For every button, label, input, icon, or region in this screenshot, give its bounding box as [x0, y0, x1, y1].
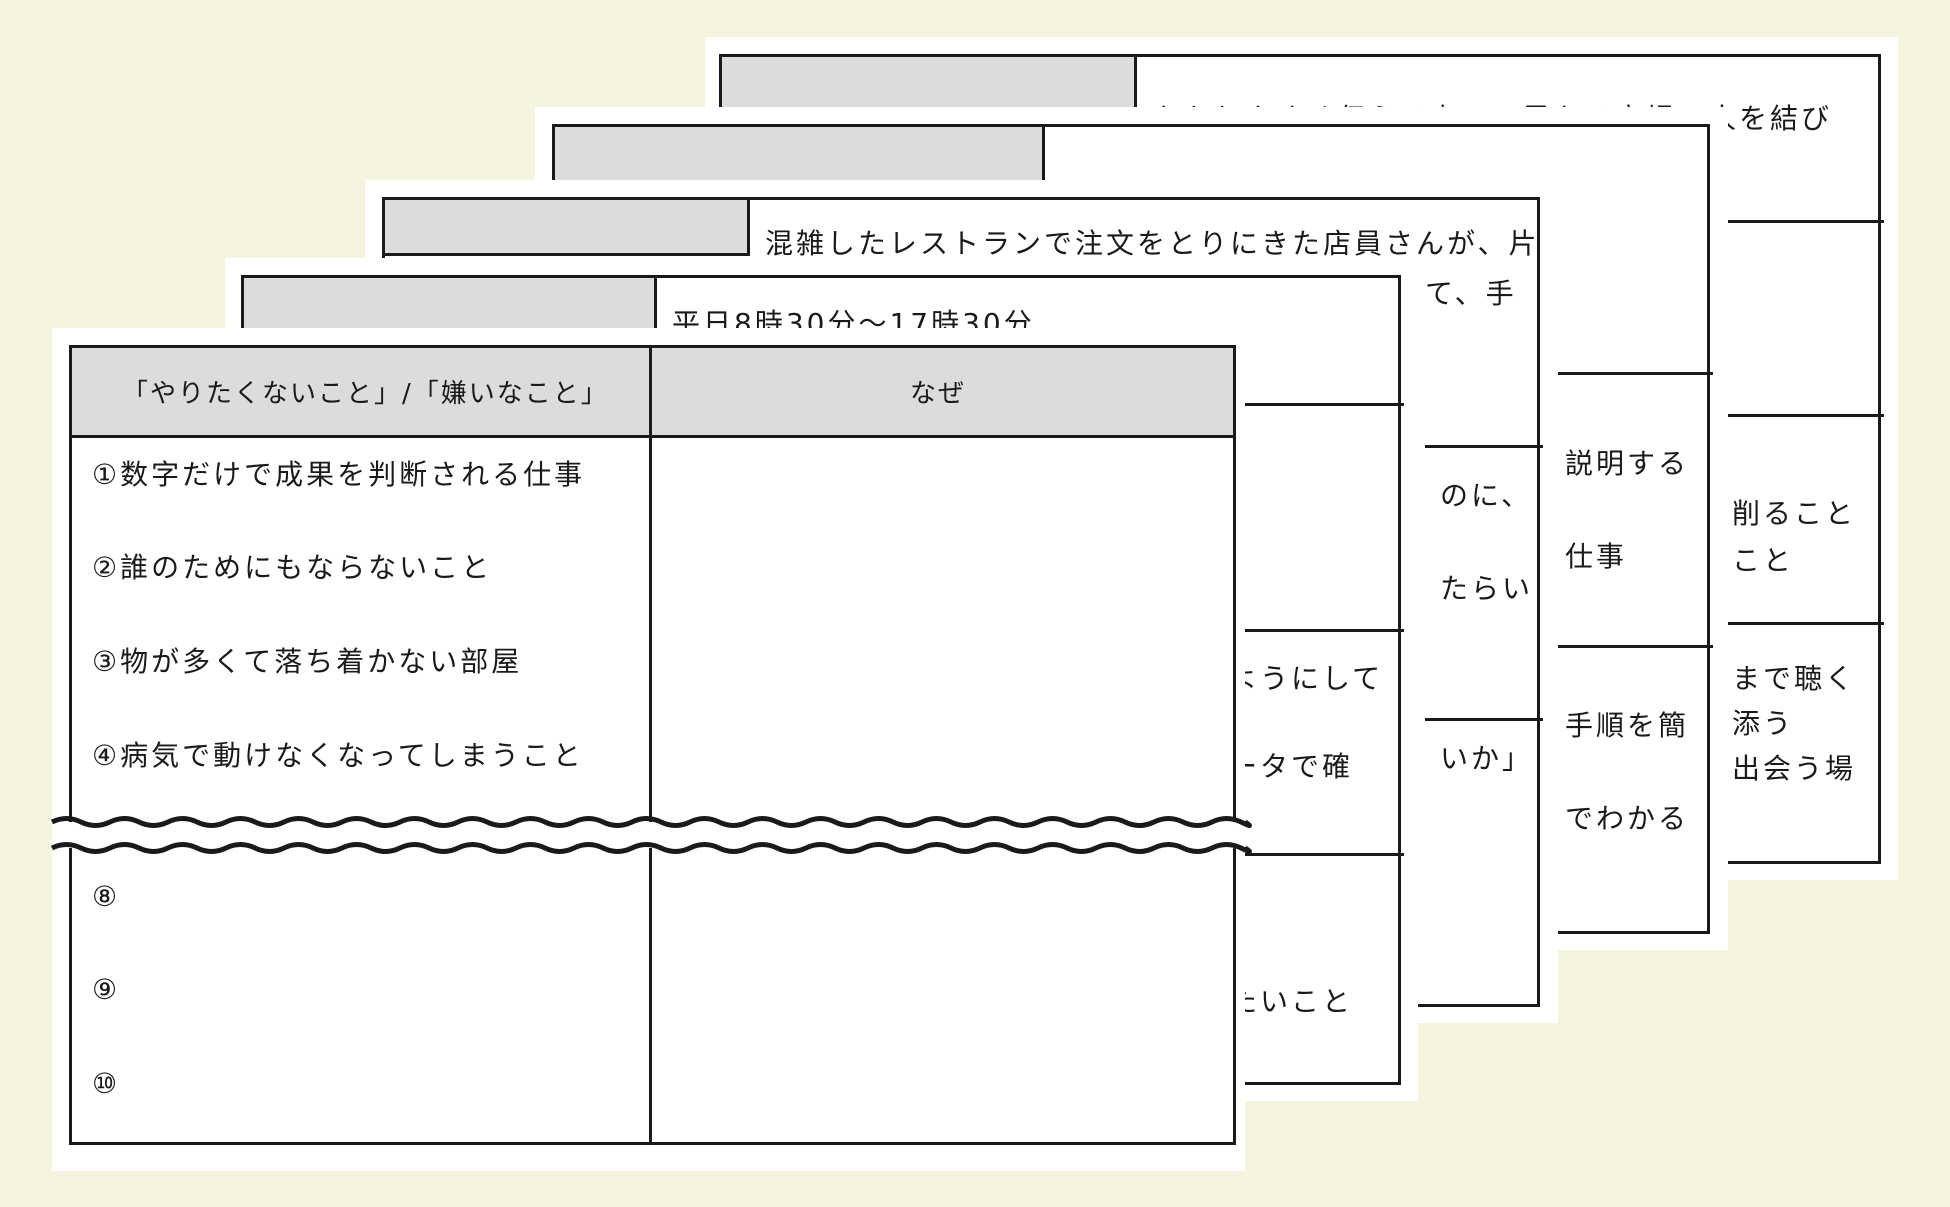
- sheet5-cell-text: 出会う場: [1732, 752, 1857, 785]
- sheet2-cell-text: ータで確: [1229, 750, 1354, 783]
- sheet5-cell-text: 添う: [1732, 707, 1795, 740]
- sheet3-cell-text: たらい: [1440, 572, 1534, 605]
- sheet3-top-text-2: て、手: [1425, 277, 1517, 310]
- list-item: ⑨: [92, 973, 121, 1006]
- list-item: ②誰のためにもならないこと: [92, 551, 493, 584]
- table-header: [72, 348, 1233, 438]
- list-item: ①数字だけで成果を判断される仕事: [92, 458, 586, 491]
- list-item: ③物が多くて落ち着かない部屋: [92, 645, 523, 678]
- worksheet-front: 「やりたくないこと」/「嫌いなこと」 なぜ ①数字だけで成果を判断される仕事 ②…: [52, 328, 1245, 1171]
- sheet4-cell-text: 説明する: [1565, 447, 1690, 480]
- sheet2-cell-text: ようにして: [1229, 662, 1384, 695]
- sheet5-cell-text: こと: [1732, 544, 1795, 577]
- sheet5-cell-text: 削ること: [1732, 497, 1857, 530]
- list-item: ④病気で動けなくなってしまうこと: [92, 739, 584, 772]
- sheet3-cell-text: のに、: [1440, 479, 1533, 512]
- header-label-left: 「やりたくないこと」/「嫌いなこと」: [122, 379, 609, 409]
- list-item: ⑧: [92, 880, 121, 913]
- worksheet-table: 「やりたくないこと」/「嫌いなこと」 なぜ ①数字だけで成果を判断される仕事 ②…: [69, 345, 1236, 1145]
- sheet4-cell-text: でわかる: [1565, 802, 1690, 835]
- sheet2-cell-text: たいこと: [1229, 985, 1354, 1018]
- list-item: ⑩: [92, 1067, 121, 1100]
- sheet4-cell-text: 手順を簡: [1565, 709, 1690, 742]
- sheet3-cell-text: いか」: [1440, 742, 1534, 775]
- sheet3-top-text: 混雑したレストランで注文をとりにきた店員さんが、片: [765, 227, 1540, 260]
- sheet4-cell-text: 仕事: [1565, 540, 1628, 573]
- header-label-right: なぜ: [910, 379, 967, 409]
- sheet5-cell-text: まで聴く: [1732, 662, 1857, 695]
